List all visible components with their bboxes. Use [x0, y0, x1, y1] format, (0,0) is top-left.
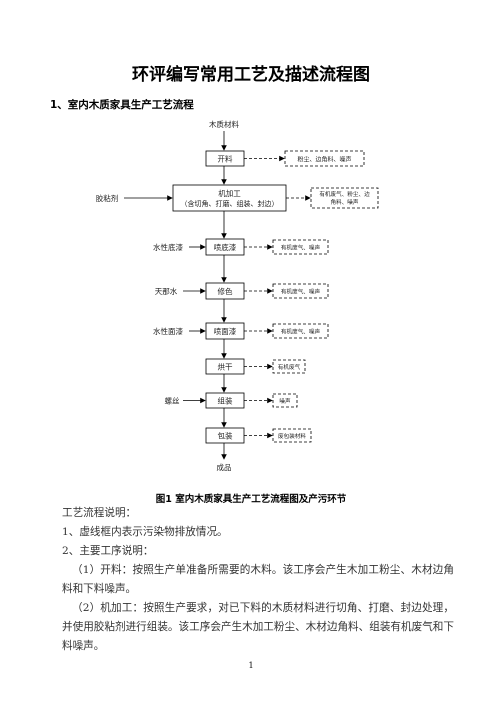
- pollution-box-topcoat: [272, 323, 329, 339]
- paragraph-note-1: 1、虚线框内表示污染物排放情况。: [62, 526, 228, 538]
- input-adhesive: 胶粘剂: [96, 193, 119, 203]
- step-machining: 机加工: [218, 188, 241, 198]
- pollution-machining-line1: 有机废气、粉尘、边: [319, 190, 370, 198]
- step-primer: 喷底漆: [214, 242, 237, 252]
- pollution-drying: 有机废气: [278, 363, 301, 371]
- pollution-primer: 有机废气、噪声: [281, 244, 321, 252]
- process-flow-diagram: 木质材料 开料 粉尘、边角料、噪声 机加工 （含切角、打磨、组装、封边） 胶粘剂…: [96, 119, 379, 472]
- paragraph-intro: 工艺流程说明：: [62, 507, 137, 519]
- input-screws: 螺丝: [165, 396, 180, 406]
- step-topcoat: 喷面漆: [214, 326, 237, 336]
- step-packaging: 包装: [218, 431, 233, 441]
- pollution-box-cutting: [284, 150, 365, 167]
- paragraph-machining-desc: （2）机加工：按照生产要求，对已下料的木质材料进行切角、打磨、封边处理，并使用胶…: [62, 602, 454, 652]
- pollution-packaging: 废包装材料: [278, 432, 306, 440]
- step-assembly: 组装: [218, 396, 233, 406]
- output-finished-product: 成品: [217, 462, 232, 472]
- step-touchup: 修色: [218, 286, 233, 296]
- pollution-topcoat: 有机废气、噪声: [281, 328, 321, 336]
- pollution-box-primer: [272, 239, 329, 255]
- pollution-machining-line2: 角料、噪声: [331, 198, 359, 206]
- input-water-topcoat: 水性面漆: [153, 326, 183, 336]
- step-machining-sub: （含切角、打磨、组装、封边）: [181, 199, 279, 208]
- input-water-primer: 水性底漆: [153, 242, 183, 252]
- pollution-assembly: 噪声: [279, 397, 291, 405]
- page-number: 1: [248, 661, 254, 670]
- pollution-touchup: 有机废气、噪声: [281, 288, 321, 296]
- paragraph-cutting-desc: （1）开料：按照生产单准备所需要的木料。该工序会产生木加工粉尘、木材边角料和下料…: [62, 564, 454, 595]
- pollution-box-touchup: [272, 283, 329, 299]
- pollution-cutting: 粉尘、边角料、噪声: [297, 156, 351, 164]
- pollution-box-drying: [272, 359, 306, 374]
- pollution-box-assembly: [272, 393, 298, 408]
- step-drying: 烘干: [218, 362, 233, 372]
- document-title: 环评编写常用工艺及描述流程图: [132, 65, 370, 85]
- section-heading: 1、室内木质家具生产工艺流程: [50, 99, 194, 111]
- input-wood-material: 木质材料: [209, 119, 239, 129]
- paragraph-note-2: 2、主要工序说明：: [62, 545, 154, 557]
- pollution-box-packaging: [272, 428, 312, 443]
- input-thinner: 天那水: [155, 286, 178, 296]
- step-box-machining: [172, 184, 287, 212]
- figure-caption: 图1 室内木质家具生产工艺流程图及产污环节: [155, 494, 347, 505]
- step-cutting: 开料: [218, 154, 233, 164]
- pollution-box-machining: [310, 187, 379, 209]
